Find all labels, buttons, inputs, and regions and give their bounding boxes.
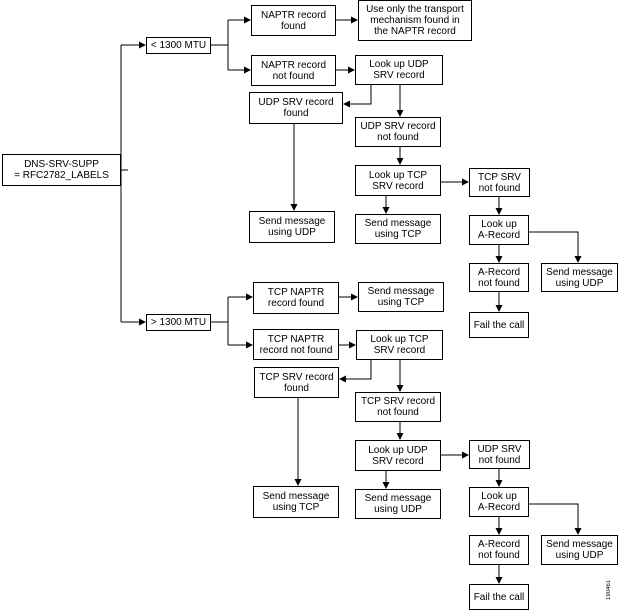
send-udp-node: Send message using UDP (355, 489, 441, 519)
naptr-found-node: NAPTR record found (251, 5, 336, 36)
naptr-not-found-node: NAPTR record not found (251, 55, 336, 86)
root-node: DNS-SRV-SUPP = RFC2782_LABELS (2, 154, 121, 186)
send-udp-node: Send message using UDP (249, 211, 335, 243)
lookup-a-record-node: Look up A-Record (469, 215, 529, 245)
a-record-not-found-node: A-Record not found (469, 535, 529, 565)
send-udp-a-record-node: Send message using UDP (541, 535, 618, 565)
figure-id: 190461 (606, 579, 612, 601)
lookup-a-record-node: Look up A-Record (469, 487, 529, 517)
use-transport-node: Use only the transport mechanism found i… (358, 0, 472, 41)
send-tcp-naptr-node: Send message using TCP (358, 282, 444, 312)
lookup-tcp-srv-node: Look up TCP SRV record (356, 330, 443, 360)
udp-srv-found-node: UDP SRV record found (249, 92, 343, 124)
a-record-not-found-node: A-Record not found (469, 263, 529, 292)
connector (529, 503, 582, 535)
udp-srv-not-found-node: UDP SRV record not found (355, 117, 441, 147)
mtu-high-node: > 1300 MTU (146, 314, 211, 331)
fail-call-node: Fail the call (469, 312, 529, 338)
tcp-srv-found-node: TCP SRV record found (254, 367, 339, 398)
tcp-naptr-found-node: TCP NAPTR record found (253, 282, 339, 314)
connector (339, 359, 372, 383)
send-udp-a-record-node: Send message using UDP (541, 263, 618, 292)
connector (529, 231, 582, 263)
send-tcp-node: Send message using TCP (253, 486, 339, 518)
lookup-tcp-srv-node: Look up TCP SRV record (355, 165, 441, 196)
udp-srv-not-found-node: UDP SRV not found (469, 440, 530, 469)
tcp-srv-not-found-node: TCP SRV record not found (355, 392, 441, 422)
mtu-low-node: < 1300 MTU (146, 37, 211, 54)
send-tcp-node: Send message using TCP (355, 214, 441, 244)
tcp-naptr-not-found-node: TCP NAPTR record not found (253, 329, 339, 360)
fail-call-node: Fail the call (469, 584, 529, 610)
connector (343, 84, 372, 108)
lookup-udp-srv-node: Look up UDP SRV record (355, 55, 443, 85)
tcp-srv-not-found-node: TCP SRV not found (469, 168, 530, 197)
lookup-udp-srv-node: Look up UDP SRV record (355, 440, 441, 471)
